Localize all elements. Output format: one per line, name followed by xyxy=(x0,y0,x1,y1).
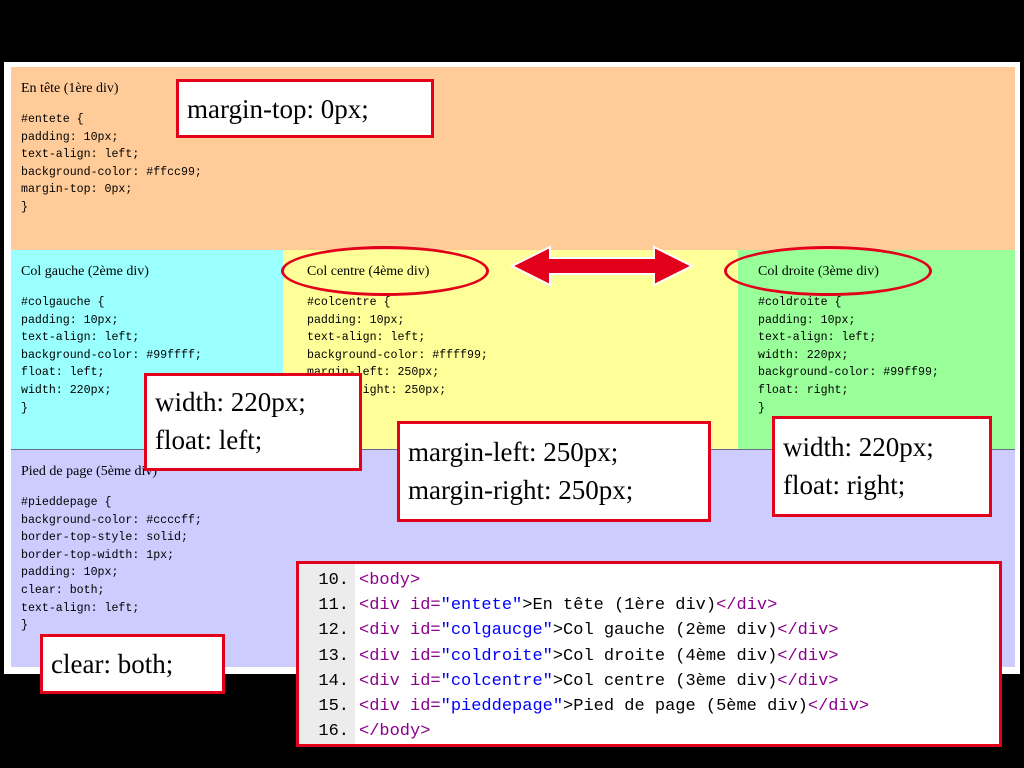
code-line: <body> xyxy=(359,571,421,590)
callout-right-column: width: 220px; float: right; xyxy=(772,416,992,517)
callout-left-float: float: left; xyxy=(155,425,263,455)
code-lines: <body> <div id="entete">En tête (1ère di… xyxy=(355,564,869,744)
html-code-listing: 10. 11. 12. 13. 14. 15. 16. <body> <div … xyxy=(296,561,1002,747)
coldroite-title-oval xyxy=(724,246,932,296)
callout-clear-text: clear: both; xyxy=(51,649,174,679)
code-line: </body> xyxy=(359,722,431,742)
pied-title: Pied de page (5ème div) xyxy=(21,464,158,479)
line-number: 16. xyxy=(318,722,349,742)
entete-title: En tête (1ère div) xyxy=(21,81,119,96)
code-line: <div id="pieddepage">Pied de page (5ème … xyxy=(359,696,870,716)
callout-left-column: width: 220px; float: left; xyxy=(144,373,362,471)
callout-center-column: margin-left: 250px; margin-right: 250px; xyxy=(397,421,711,522)
code-line: <div id="colcentre">Col centre (3ème div… xyxy=(359,671,839,691)
colcentre-title-oval xyxy=(281,246,489,296)
line-number: 14. xyxy=(318,671,349,691)
line-number: 11. xyxy=(318,596,349,616)
coldroite-css: #coldroite { padding: 10px; text-align: … xyxy=(758,296,939,415)
callout-margin-top-text: margin-top: 0px; xyxy=(187,94,369,124)
callout-margin-top: margin-top: 0px; xyxy=(176,79,434,138)
colgauche-css: #colgauche { padding: 10px; text-align: … xyxy=(21,296,202,415)
callout-center-margin-left: margin-left: 250px; xyxy=(408,437,619,467)
callout-center-margin-right: margin-right: 250px; xyxy=(408,475,634,505)
code-line: <div id="colgaucge">Col gauche (2ème div… xyxy=(359,621,839,641)
callout-left-width: width: 220px; xyxy=(155,387,306,417)
double-arrow-icon xyxy=(510,245,694,287)
code-line: <div id="coldroite">Col droite (4ème div… xyxy=(359,646,839,666)
line-number: 10. xyxy=(318,571,349,590)
callout-right-float: float: right; xyxy=(783,470,906,500)
line-number-gutter: 10. 11. 12. 13. 14. 15. 16. xyxy=(299,564,355,744)
entete-css: #entete { padding: 10px; text-align: lef… xyxy=(21,113,202,214)
callout-clear: clear: both; xyxy=(40,634,225,694)
line-number: 12. xyxy=(318,621,349,641)
entete-panel: En tête (1ère div) #entete { padding: 10… xyxy=(11,67,1015,250)
colcentre-css: #colcentre { padding: 10px; text-align: … xyxy=(307,296,488,397)
line-number: 15. xyxy=(318,696,349,716)
line-number: 13. xyxy=(318,646,349,666)
colgauche-title: Col gauche (2ème div) xyxy=(21,264,149,279)
pied-css: #pieddepage { background-color: #ccccff;… xyxy=(21,496,202,633)
callout-right-width: width: 220px; xyxy=(783,432,934,462)
code-line: <div id="entete">En tête (1ère div)</div… xyxy=(359,596,778,616)
